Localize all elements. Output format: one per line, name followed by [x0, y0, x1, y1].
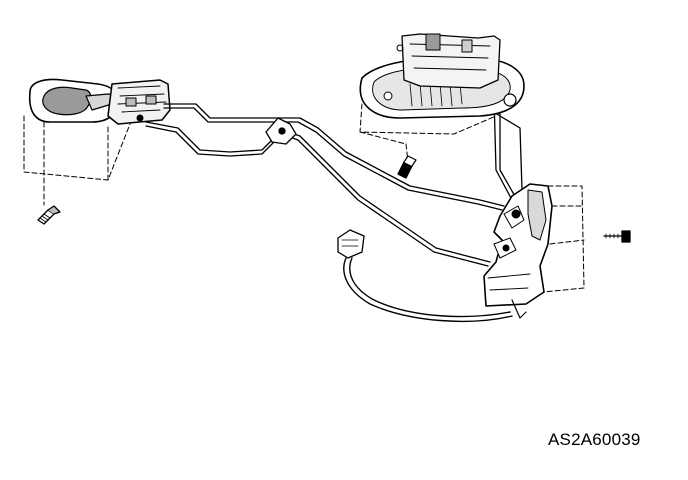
wiring-harness: [337, 229, 513, 323]
outside-handle-assembly: [359, 33, 525, 163]
outside-handle-mechanism: [401, 33, 501, 89]
outside-handle-rod: [493, 95, 513, 201]
door-latch-assembly: [483, 183, 585, 319]
inside-handle-housing: [107, 79, 171, 125]
harness-cable: [343, 257, 513, 323]
latch-leader-lines: [543, 185, 585, 293]
screw-left: [37, 205, 61, 225]
linkage-rods: [145, 95, 523, 267]
inside-handle-recess: [42, 86, 92, 116]
inside-lock-rod: [163, 103, 505, 207]
figure-code-label: AS2A60039: [548, 430, 641, 449]
inside-handle-assembly: [23, 78, 171, 206]
harness-connector: [337, 229, 365, 259]
outside-handle-leader-lines: [359, 103, 497, 163]
screw-middle: [397, 155, 417, 179]
inside-handle-leader-lines: [23, 115, 131, 206]
screw-right: [603, 230, 631, 243]
